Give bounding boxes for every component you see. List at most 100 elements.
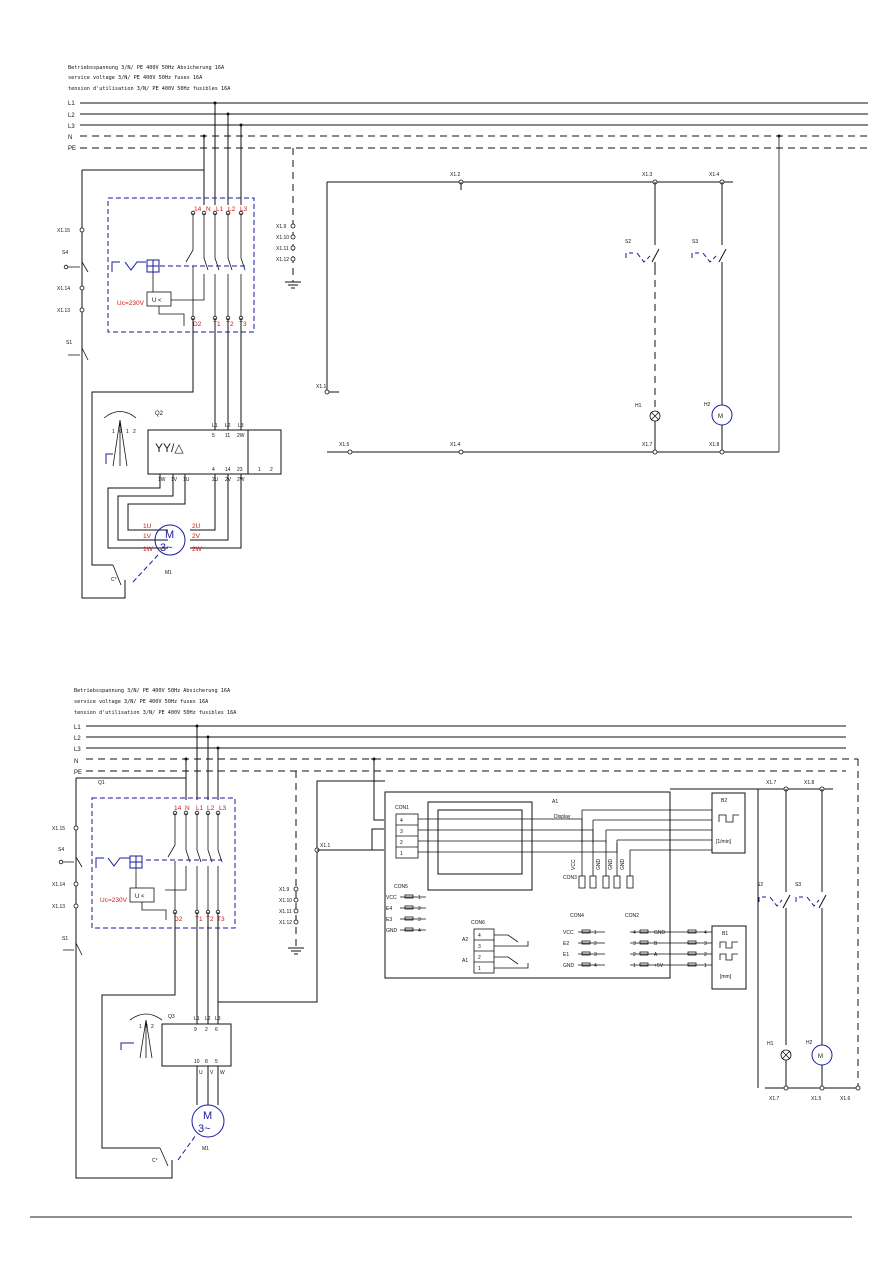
d1-q2-label: Q2 [155,411,164,417]
d2-lamp-label: H1 [767,1041,774,1047]
d2-sensor-b1-pulse-icon [719,941,738,961]
d1-switch-s1[interactable] [68,347,89,361]
d2-x1-1-feed [218,780,385,1003]
d1-s2-contact[interactable] [651,182,660,268]
d1-s4-label: S4 [62,250,68,256]
d1-header-line-3: tension d'utilisation 3/N/ PE 400V 50Hz … [68,86,231,92]
d2-s3-actuator [795,896,820,907]
d2-s2-actuator [758,896,783,907]
d2-breaker-l2-contact [207,813,213,912]
d2-con2-b: B [654,941,658,947]
d2-bus-l2-label: L2 [74,736,81,742]
d2-q3-top-l3: L3 [215,1016,221,1022]
d1-term-x1-13: X1.13 [57,308,70,314]
d1-breaker-term-t2: T2 [226,321,234,328]
d2-sensor-b2-unit: [1/min] [716,839,732,845]
d1-term-x1-10: X1.10 [276,235,289,241]
d2-s2-contact[interactable] [782,789,791,1045]
d2-term-x1-7: X1.7 [766,780,777,786]
d2-con4-e2: E2 [563,941,569,947]
d2-con3-gnd-1: GND [596,859,602,871]
d2-sensor-b1-pin-3: 3 [704,941,707,947]
d1-q2-term-23: 23 [237,467,243,473]
d1-breaker-term-l3: L3 [240,206,248,213]
d2-breaker-term-d2: D2 [174,916,183,923]
d2-con1-pin-2: 2 [400,840,403,846]
d1-q2-out-1v: 1V [171,477,178,483]
d2-header-line-1: Betriebsspannung 3/N/ PE 400V 50Hz Absic… [74,688,231,694]
d2-con2-pin-1: 1 [633,963,636,969]
d1-breaker-box [107,197,255,333]
d2-motor-letter: M [203,1110,212,1122]
d2-con5-pin-1: 1 [418,895,421,901]
d1-s3-contact[interactable] [718,182,727,268]
d2-motor-m1 [191,1104,225,1138]
d2-con6-pin-1: 1 [478,966,481,972]
d2-breaker-term-n: N [185,805,190,812]
d1-lamp-h1-icon [649,410,661,422]
d1-s2-label: S2 [625,239,631,245]
d2-term-x1-6: X1.6 [840,1096,851,1102]
d2-q3-term-9: 9 [194,1027,197,1033]
d2-breaker-term-14: 14 [174,805,182,812]
d1-thermo-contact [112,564,126,586]
d1-u-label: U < [152,298,162,304]
d1-term-x1-5: X1.5 [339,442,350,448]
d2-con2-gnd: GND [654,930,666,936]
d2-display-bezel [427,801,533,891]
d1-s2-actuator [625,252,651,263]
d2-header-line-2: service voltage 3/N/ PE 400V 50Hz fuses … [74,699,209,705]
d2-q3-pos-1: 1 [139,1024,142,1030]
d2-switch-s1[interactable] [63,942,83,956]
d1-breaker-term-d2: D2 [193,321,202,328]
d2-sensor-b2-bus [582,809,712,851]
d1-lamp-label: H1 [635,403,642,409]
d1-switch-s4[interactable] [66,261,89,273]
d2-con4-pin-2: 2 [594,941,597,947]
d2-con5-vcc: VCC [386,895,397,901]
d2-term-x1-12: X1.12 [279,920,292,926]
d2-q3-term-8: 8 [205,1059,208,1065]
d2-con1-pin-3: 3 [400,829,403,835]
d2-lamp-return [785,1060,823,1088]
d2-sensor-b1-pin-2: 2 [704,952,707,958]
d2-term-x1-1: X1.1 [320,843,331,849]
d1-term-x1-4b: X1.4 [450,442,461,448]
d2-term-x1-5: X1.5 [811,1096,822,1102]
d2-con2-block: 4 3 2 1 GND B A +5V [630,929,712,969]
d2-term-x1-13: X1.13 [52,904,65,910]
d1-header-line-2: service voltage 3/N/ PE 400V 50Hz fuses … [68,75,203,81]
d1-s1-label: S1 [66,340,72,346]
d1-uc-label: Uc=230V [117,300,145,307]
d2-con4-pin-4: 4 [594,963,597,969]
d2-breaker-name: Q1 [98,780,105,786]
d1-bus-n-label: N [68,135,72,141]
d2-bus-n-label: N [74,759,78,765]
d2-con1-bus [418,818,618,853]
d2-con2-5v: +5V [654,963,664,969]
d2-coil-wire [141,902,167,920]
d1-term-x1-3: X1.3 [642,172,653,178]
d2-thermo-label: C° [152,1158,158,1164]
d1-motor-2u: 2U [192,523,201,530]
d1-term-x1-14: X1.14 [57,286,70,292]
d2-bus-l1-label: L1 [74,725,81,731]
d2-n-to-con1 [371,758,384,821]
d2-motor-h2-letter: M [818,1054,823,1060]
d2-trip-symbol [95,857,130,868]
d2-s3-contact[interactable] [818,789,827,1045]
d1-motor-m1 [154,524,186,556]
d2-term-x1-14: X1.14 [52,882,65,888]
d2-q3-top-l1: L1 [194,1016,200,1022]
diagram-2: Betriebsspannung 3/N/ PE 400V 50Hz Absic… [52,688,861,1179]
d2-switch-s4[interactable] [61,856,83,868]
d2-left-loop [75,778,173,1179]
d2-con5-block: VCC E4 E3 GND 1 2 3 4 [386,894,426,934]
d1-term-x1-7: X1.7 [642,442,653,448]
d2-s1-label: S1 [62,936,68,942]
d2-uc-label: Uc=230V [100,897,128,904]
d2-q3-pos-2: 2 [151,1024,154,1030]
d1-q2-term-2w: 2W [237,433,245,439]
d2-con1-pin-4: 4 [400,818,403,824]
